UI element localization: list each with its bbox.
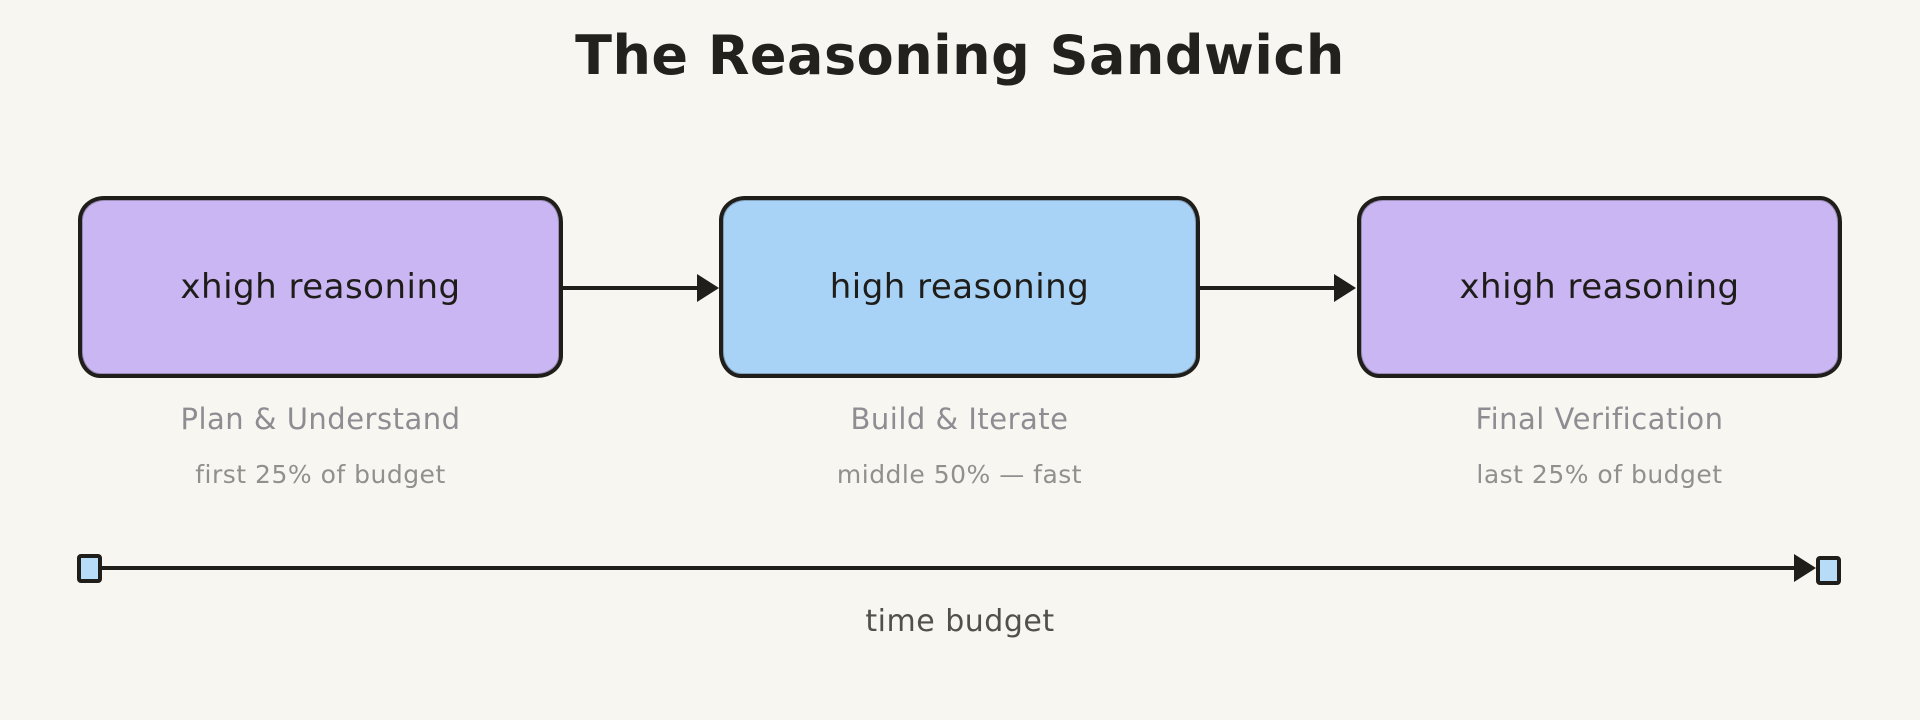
budget-label-build: middle 50% — fast bbox=[836, 460, 1083, 489]
timeline-line bbox=[96, 566, 1796, 570]
budget-label-verify: last 25% of budget bbox=[1476, 460, 1723, 489]
stage-box-plan: xhigh reasoning bbox=[78, 196, 563, 378]
flow-arrow-plan-to-build-icon bbox=[563, 274, 719, 302]
timeline-arrowhead-icon bbox=[1794, 554, 1816, 582]
phase-label-plan: Plan & Understand bbox=[180, 402, 461, 436]
phase-label-build: Build & Iterate bbox=[850, 402, 1069, 436]
budget-label-plan: first 25% of budget bbox=[195, 460, 446, 489]
stage-box-verify: xhigh reasoning bbox=[1357, 196, 1842, 378]
diagram-title: The Reasoning Sandwich bbox=[575, 24, 1345, 87]
timeline-label: time budget bbox=[865, 604, 1055, 639]
stage-box-build-label: high reasoning bbox=[829, 267, 1090, 307]
stage-box-plan-label: xhigh reasoning bbox=[180, 267, 461, 307]
timeline-start-marker bbox=[77, 554, 102, 583]
stage-box-verify-label: xhigh reasoning bbox=[1459, 267, 1740, 307]
phase-label-verify: Final Verification bbox=[1475, 402, 1724, 436]
stage-box-build: high reasoning bbox=[719, 196, 1200, 378]
flow-arrow-build-to-verify-icon bbox=[1200, 274, 1356, 302]
timeline-end-marker bbox=[1816, 556, 1841, 585]
